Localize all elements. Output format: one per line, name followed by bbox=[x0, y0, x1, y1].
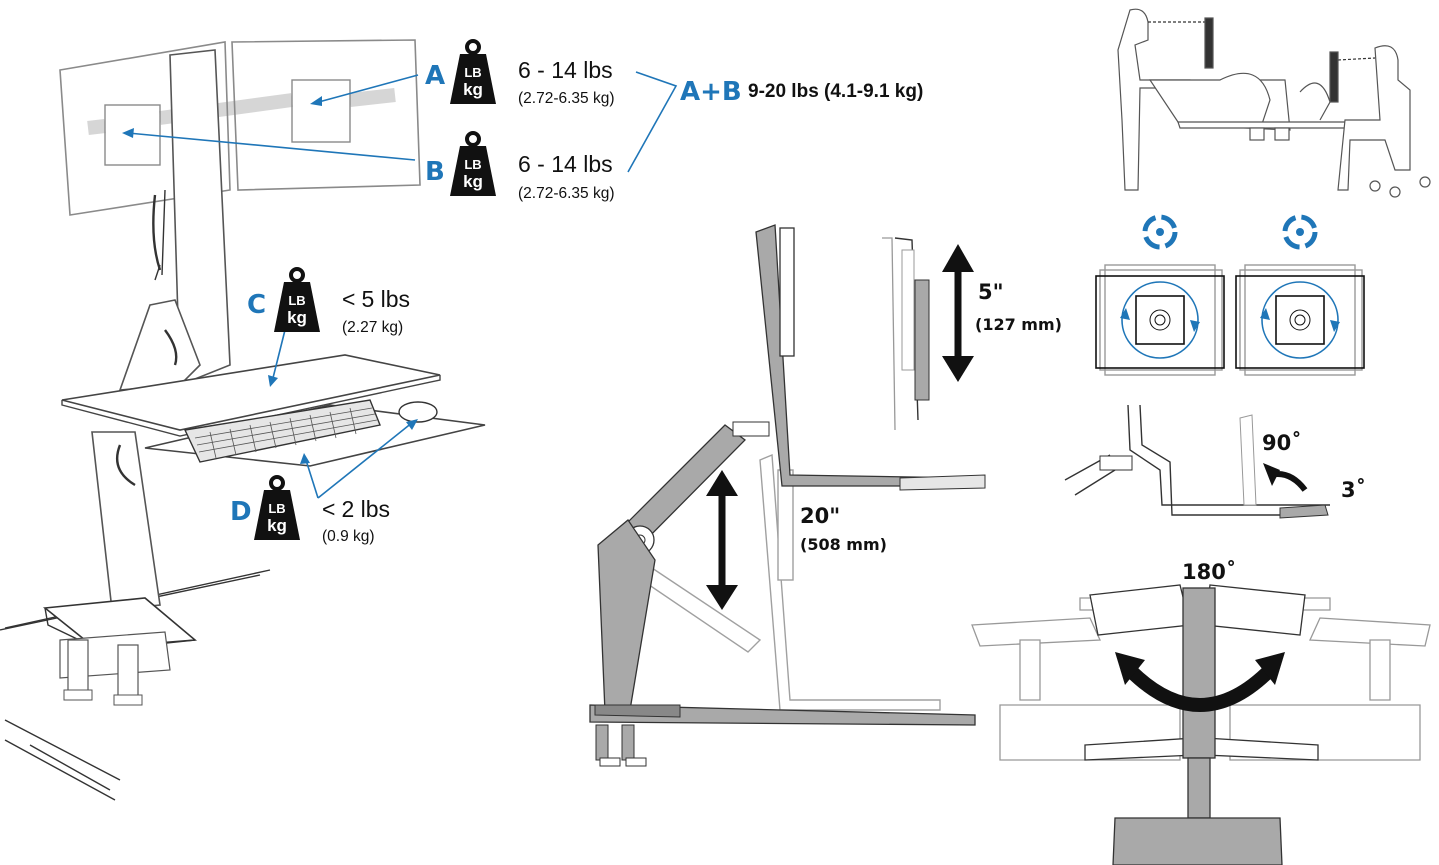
svg-text:kg: kg bbox=[463, 172, 483, 191]
svg-text:(2.27 kg): (2.27 kg) bbox=[342, 319, 403, 336]
svg-text:180˚: 180˚ bbox=[1182, 560, 1236, 584]
svg-text:kg: kg bbox=[287, 308, 307, 327]
monitor-rotation-diagrams bbox=[1095, 214, 1365, 376]
weight-callout-c: C LB kg <5 lbs (2.27 kg) bbox=[247, 267, 410, 336]
svg-text:<5 lbs: <5 lbs bbox=[342, 286, 410, 312]
svg-text:LB: LB bbox=[464, 65, 481, 80]
mouse bbox=[398, 401, 438, 423]
svg-text:LB: LB bbox=[464, 157, 481, 172]
weight-callout-b: B LB kg 6 - 14 lbs (2.72-6.35 kg) bbox=[425, 131, 615, 202]
svg-text:kg: kg bbox=[463, 80, 483, 99]
weight-callout-d: D LB kg <2 lbs (0.9 kg) bbox=[230, 475, 390, 545]
keyboard-tilt-diagram bbox=[1064, 404, 1330, 519]
svg-text:B: B bbox=[425, 157, 445, 187]
ergonomic-posture-figures bbox=[1117, 8, 1431, 198]
svg-text:3˚: 3˚ bbox=[1341, 478, 1366, 502]
rotate-icon bbox=[1142, 214, 1178, 250]
svg-text:(127 mm): (127 mm) bbox=[975, 315, 1062, 334]
weight-icon: LB kg bbox=[448, 131, 498, 198]
lift-range-diagram: 20" (508 mm) 5" (127 mm) bbox=[589, 224, 1062, 767]
svg-text:6 - 14 lbs: 6 - 14 lbs bbox=[518, 151, 613, 177]
workstation-illustration bbox=[0, 39, 678, 801]
svg-text:(2.72-6.35 kg): (2.72-6.35 kg) bbox=[518, 90, 615, 107]
lift-arrow bbox=[706, 470, 738, 610]
svg-text:LB: LB bbox=[288, 293, 305, 308]
weight-icon: LB kg bbox=[448, 39, 498, 106]
svg-text:(508 mm): (508 mm) bbox=[800, 535, 887, 554]
svg-text:<2 lbs: <2 lbs bbox=[322, 496, 390, 522]
svg-text:A+B: A+B bbox=[680, 77, 742, 107]
svg-text:(0.9 kg): (0.9 kg) bbox=[322, 528, 375, 545]
weight-callout-ab-total: A+B 9-20 lbs (4.1-9.1 kg) bbox=[680, 77, 923, 107]
svg-text:6 - 14 lbs: 6 - 14 lbs bbox=[518, 57, 613, 83]
svg-text:kg: kg bbox=[267, 516, 287, 535]
svg-text:C: C bbox=[247, 290, 266, 320]
svg-text:9-20 lbs (4.1-9.1 kg): 9-20 lbs (4.1-9.1 kg) bbox=[748, 81, 923, 102]
weight-icon: LB kg bbox=[272, 267, 322, 334]
svg-text:90˚: 90˚ bbox=[1262, 431, 1302, 455]
svg-text:5": 5" bbox=[978, 280, 1004, 304]
weight-icon: LB kg bbox=[252, 475, 302, 542]
svg-text:20": 20" bbox=[800, 504, 840, 528]
rotate-icon bbox=[1282, 214, 1318, 250]
svg-text:(2.72-6.35 kg): (2.72-6.35 kg) bbox=[518, 185, 615, 202]
svg-text:D: D bbox=[230, 497, 252, 527]
monitor-mount-a bbox=[291, 79, 351, 143]
weight-callout-a: A LB kg 6 - 14 lbs (2.72-6.35 kg) bbox=[425, 39, 615, 107]
svg-text:LB: LB bbox=[268, 501, 285, 516]
svg-text:A: A bbox=[425, 61, 445, 91]
monitor-height-detail bbox=[882, 237, 974, 431]
swivel-diagram bbox=[971, 584, 1431, 865]
